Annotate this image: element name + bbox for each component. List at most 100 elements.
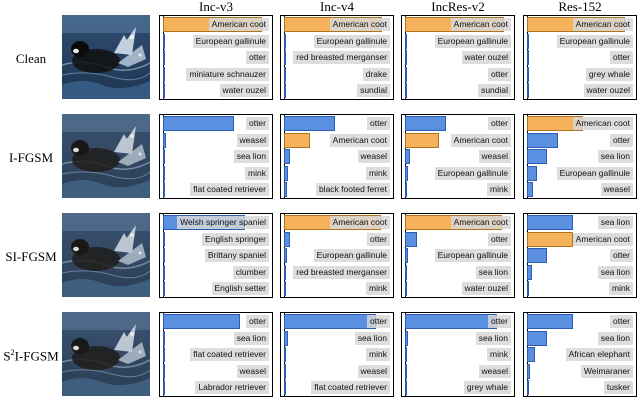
probability-bar [284,281,286,297]
prediction-row: otter [281,115,393,132]
probability-bar [405,66,407,82]
probability-bar [163,314,240,329]
probability-bar [163,132,166,148]
probability-bar [163,149,165,165]
class-label: American coot [329,18,390,31]
class-label: otter [245,51,269,65]
class-label: sundial [478,84,511,98]
class-label: otter [487,315,511,328]
prediction-row: European gallinule [402,33,514,50]
column-header: IncRes-v2 [431,0,485,14]
prediction-row: otter [524,313,636,330]
class-label: sea lion [475,331,511,345]
class-label: mink [487,348,511,362]
probability-bar [405,132,439,148]
prediction-row: weasel [402,363,514,380]
class-label: black footed ferret [315,183,390,197]
probability-bar [527,314,573,329]
prediction-row: weasel [524,181,636,198]
probability-bar [405,116,446,131]
probability-bar [163,165,165,181]
prediction-row: mink [281,346,393,363]
class-label: mink [366,282,390,296]
prediction-row: mink [524,280,636,297]
prediction-row: mink [402,181,514,198]
probability-bar [163,33,165,49]
prediction-row: American coot [524,16,636,33]
prediction-row: red breasted merganser [281,264,393,281]
prediction-row: flat coated retriever [281,379,393,396]
prediction-row: sea lion [402,330,514,347]
class-label: American coot [572,18,633,31]
probability-bar [284,330,288,346]
prediction-row: water ouzel [402,280,514,297]
class-label: drake [362,67,390,81]
probability-bar [163,50,165,66]
class-label: otter [245,117,269,130]
class-label: European gallinule [556,166,633,180]
prediction-row: otter [402,313,514,330]
probability-bar [163,264,165,280]
prediction-row: flat coated retriever [160,181,272,198]
class-label: otter [609,249,633,263]
prediction-row: sundial [281,82,393,99]
prediction-row: Weimaraner [524,363,636,380]
input-image [62,114,150,198]
prediction-row: Labrador retriever [160,379,272,396]
probability-bar [405,347,407,363]
class-label: mink [366,166,390,180]
prediction-row: European gallinule [402,247,514,264]
class-label: sundial [357,84,390,98]
prediction-row: European gallinule [524,165,636,182]
class-label: weasel [236,364,269,378]
prediction-row: European gallinule [524,33,636,50]
prediction-row: otter [281,313,393,330]
probability-bar [527,347,535,363]
prediction-row: black footed ferret [281,181,393,198]
probability-bar [405,165,408,181]
probability-bar [163,66,165,82]
prediction-row: weasel [281,148,393,165]
prediction-row: otter [402,66,514,83]
class-label: mink [366,348,390,362]
probability-bar [527,83,529,99]
class-label: otter [487,67,511,81]
probability-bar [405,231,417,247]
prediction-row: American coot [281,132,393,149]
class-label: flat coated retriever [190,183,269,197]
probability-bar [405,380,407,396]
prediction-row: sea lion [281,330,393,347]
probability-bar [284,83,286,99]
column-header: Res-152 [558,0,602,14]
probability-bar [284,380,286,396]
class-label: red breasted merganser [293,265,390,279]
prediction-row: water ouzel [524,82,636,99]
column-header: Inc-v4 [320,0,354,14]
probability-bar [527,215,573,230]
prediction-row: weasel [281,363,393,380]
probability-bar [405,248,408,264]
probability-bar [163,281,165,297]
row-label-prefix: S [3,348,11,364]
prediction-row: otter [524,49,636,66]
prediction-row: otter [402,115,514,132]
probability-bar [284,248,287,264]
probability-bar [527,264,532,280]
probability-bar [527,165,537,181]
prediction-row: sea lion [524,214,636,231]
probability-bar [284,363,286,379]
class-label: European gallinule [434,166,511,180]
class-label: otter [609,133,633,147]
prediction-row: sundial [402,82,514,99]
prediction-row: grey whale [524,66,636,83]
probability-bar [527,248,547,264]
column-header: Inc-v3 [199,0,233,14]
prediction-row: red breasted merganser [281,49,393,66]
